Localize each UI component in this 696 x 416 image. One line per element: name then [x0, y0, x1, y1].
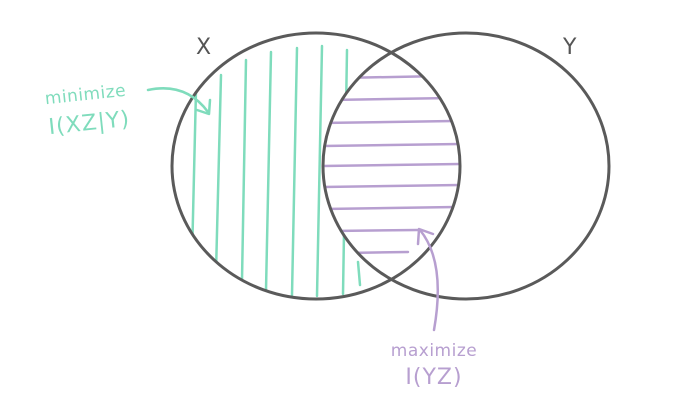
set-x-circle: [170, 31, 462, 301]
set-x-label: X: [196, 35, 211, 60]
set-y-label: Y: [562, 35, 577, 60]
maximize-arrow: [416, 227, 439, 332]
maximize-label: maximize: [391, 341, 477, 361]
maximize-expression: I(YZ): [405, 365, 462, 390]
set-y-circle: [321, 31, 611, 301]
x-only-hatching: [190, 44, 362, 298]
minimize-arrow: [146, 87, 212, 116]
minimize-label: minimize: [44, 81, 127, 109]
minimize-expression: I(XZ|Y): [47, 107, 131, 140]
